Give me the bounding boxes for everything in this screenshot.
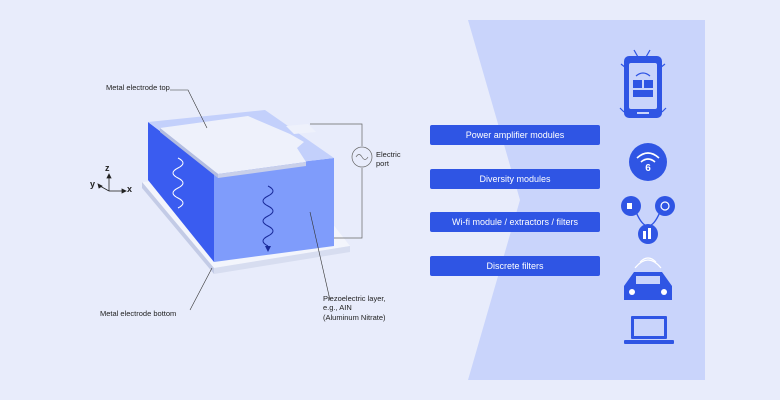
axes-indicator <box>97 173 127 194</box>
wave-front <box>262 185 274 247</box>
application-diversity: Diversity modules <box>430 169 600 189</box>
wave-left <box>172 157 184 209</box>
electric-port-circuit <box>310 123 373 239</box>
piezo-label-line2: e.g., AIN <box>323 303 352 313</box>
axis-x-label: x <box>127 184 133 194</box>
smart-home-icon <box>621 196 675 244</box>
bottom-electrode-label: Metal electrode bottom <box>100 309 177 318</box>
piezo-label-line1: Piezoelectric layer, <box>323 294 386 303</box>
axis-y-label: y <box>90 179 96 189</box>
application-wifi-module: Wi-fi module / extractors / filters <box>430 212 600 232</box>
application-power-amplifier: Power amplifier modules <box>430 125 600 145</box>
smartphone-icon <box>619 49 667 118</box>
electric-port-label: Electric port <box>376 150 401 169</box>
piezo-label-line3: (Aluminum Nitrate) <box>323 312 386 322</box>
wifi-6-badge-text: 6 <box>645 163 651 174</box>
top-electrode-plate <box>160 116 316 178</box>
leader-lines <box>170 89 331 311</box>
laptop-icon <box>624 316 674 344</box>
piezo-layer-label: Piezoelectric layer, e.g., AIN (Aluminum… <box>323 294 386 322</box>
top-electrode-label: Metal electrode top <box>106 83 170 92</box>
electric-port-label-line1: Electric <box>376 150 401 159</box>
application-discrete-filters: Discrete filters <box>430 256 600 276</box>
electric-port-label-line2: port <box>376 159 389 169</box>
axis-z-label: z <box>105 163 110 173</box>
car-icon <box>624 257 672 300</box>
wifi-6-icon <box>629 143 667 181</box>
